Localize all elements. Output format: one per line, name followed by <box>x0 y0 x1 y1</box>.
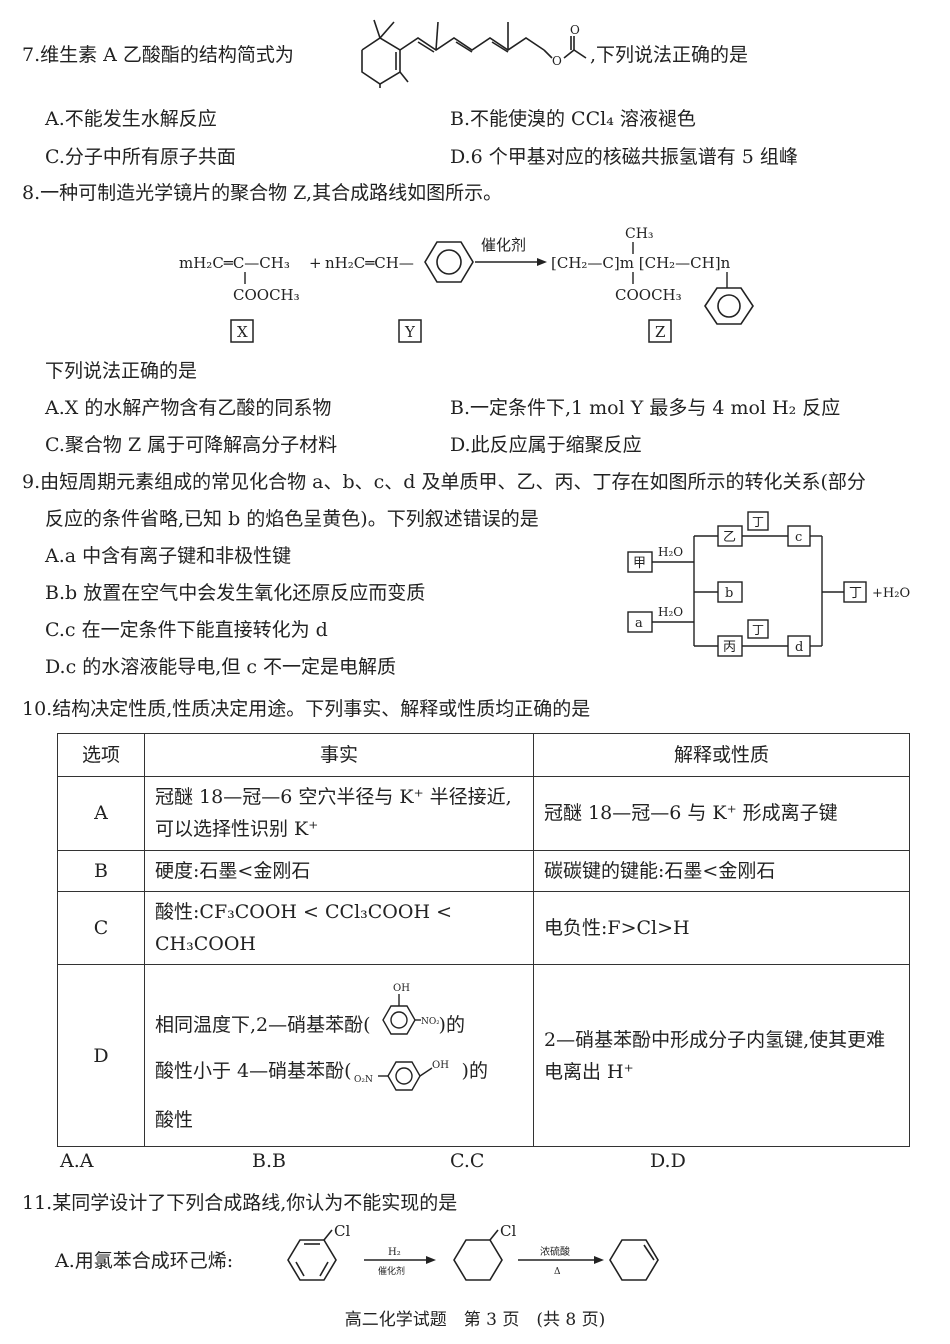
x-sub-group: COOCH₃ <box>233 286 300 304</box>
q10-answer-c[interactable]: C.C <box>450 1150 485 1172</box>
q7-stem: 7.维生素 A 乙酸酯的结构简式为 <box>22 40 294 67</box>
plus-sign: + <box>309 254 322 272</box>
q7-stem-before: 7.维生素 A 乙酸酯的结构简式为 <box>22 44 294 66</box>
4-nitrophenol-structure: O₂N OH <box>354 1060 449 1091</box>
header-fact: 事实 <box>144 733 534 777</box>
svg-text:O: O <box>552 54 562 68</box>
q8-option-a[interactable]: A.X 的水解产物含有乙酸的同系物 <box>45 397 332 419</box>
header-option: 选项 <box>57 733 145 777</box>
q11-stem: 11.某同学设计了下列合成路线,你认为不能实现的是 <box>22 1192 458 1214</box>
label-y: Y <box>404 323 416 341</box>
q8-option-b[interactable]: B.一定条件下,1 mol Y 最多与 4 mol H₂ 反应 <box>450 397 841 419</box>
row-b-option: B <box>57 849 145 892</box>
q11-option-a[interactable]: A.用氯苯合成环己烯: <box>55 1250 234 1272</box>
z-sub-group: COOCH₃ <box>615 286 682 304</box>
product-h2o: +H₂O <box>872 586 910 601</box>
q10-table: 选项 事实 解释或性质 A 冠醚 18—冠—6 空穴半径与 K⁺ 半径接近,可以… <box>57 733 910 1148</box>
q9-option-b[interactable]: B.b 放置在空气中会发生氧化还原反应而变质 <box>45 582 426 604</box>
q9-option-c[interactable]: C.c 在一定条件下能直接转化为 d <box>45 619 328 641</box>
q11-route-a: Cl Cl H₂ 催化剂 浓硫酸 Δ <box>287 1222 659 1281</box>
svg-text:O₂N: O₂N <box>354 1075 373 1085</box>
svg-text:OH: OH <box>393 983 410 994</box>
q8-option-d[interactable]: D.此反应属于缩聚反应 <box>450 434 642 456</box>
label-z: Z <box>655 323 665 341</box>
arrow2-top: 浓硫酸 <box>540 1245 570 1258</box>
cl-label-1: Cl <box>334 1222 350 1240</box>
2-nitrophenol-structure: OH NO₂ <box>381 983 439 1035</box>
q8-sub-stem: 下列说法正确的是 <box>45 360 198 382</box>
q10-answer-a[interactable]: A.A <box>60 1150 94 1172</box>
h2o-label-2: H₂O <box>658 605 683 619</box>
row-a-fact: 冠醚 18—冠—6 空穴半径与 K⁺ 半径接近,可以选择性识别 K⁺ <box>144 776 534 851</box>
row-d-fact-line1: 相同温度下,2—硝基苯酚( <box>155 1013 371 1036</box>
cl-label-2: Cl <box>500 1222 516 1240</box>
header-explain: 解释或性质 <box>533 733 910 777</box>
node-c: c <box>795 530 802 545</box>
ding-label-1: 丁 <box>752 515 764 529</box>
q7-option-b[interactable]: B.不能使溴的 CCl₄ 溶液褪色 <box>450 108 696 130</box>
label-x: X <box>237 323 248 341</box>
node-b: b <box>725 586 733 601</box>
node-bing: 丙 <box>723 640 736 655</box>
row-b-fact: 硬度:石墨<金刚石 <box>144 849 534 892</box>
vitamin-a-acetate-structure: O O <box>361 19 587 88</box>
node-jia: 甲 <box>633 556 646 571</box>
row-a-option: A <box>57 776 145 851</box>
q9-stem-line1: 9.由短周期元素组成的常见化合物 a、b、c、d 及单质甲、乙、丙、丁存在如图所… <box>22 471 866 493</box>
page-footer: 高二化学试题 第 3 页 (共 8 页) <box>344 1310 606 1330</box>
z-ch3: CH₃ <box>625 226 654 242</box>
row-a-explain: 冠醚 18—冠—6 与 K⁺ 形成离子键 <box>533 776 910 851</box>
q8-stem: 8.一种可制造光学镜片的聚合物 Z,其合成路线如图所示。 <box>22 182 503 204</box>
h2o-label-1: H₂O <box>658 545 683 559</box>
row-d-fact-line3: 酸性 <box>155 1108 194 1131</box>
q9-stem-line2: 反应的条件省略,已知 b 的焰色呈黄色)。下列叙述错误的是 <box>45 508 539 530</box>
row-d-explain: 2—硝基苯酚中形成分子内氢键,使其更难电离出 H⁺ <box>533 964 910 1148</box>
row-b-explain: 碳碳键的键能:石墨<金刚石 <box>533 849 910 892</box>
row-d-option: D <box>57 964 145 1148</box>
q9-transformation-diagram: 甲 a H₂O H₂O 乙 b 丙 丁 丁 c d 丁 +H₂O <box>627 511 910 657</box>
q10-stem: 10.结构决定性质,性质决定用途。下列事实、解释或性质均正确的是 <box>22 698 591 720</box>
y-formula: nH₂C═CH— <box>325 254 414 272</box>
ding-label-2: 丁 <box>752 623 764 637</box>
node-d: d <box>795 640 803 655</box>
arrow2-bottom: Δ <box>554 1267 561 1277</box>
q9-option-a[interactable]: A.a 中含有离子键和非极性键 <box>45 545 292 567</box>
q7-option-a[interactable]: A.不能发生水解反应 <box>45 108 217 130</box>
svg-text:O: O <box>570 23 580 37</box>
node-a: a <box>635 616 643 631</box>
row-d-fact-line2b: )的 <box>461 1060 488 1083</box>
q7-stem-after: ,下列说法正确的是 <box>590 44 749 66</box>
catalyst-label: 催化剂 <box>481 236 526 254</box>
node-ding: 丁 <box>849 586 862 601</box>
node-yi: 乙 <box>723 530 736 545</box>
row-d-fact: 相同温度下,2—硝基苯酚( OH NO₂ )的 酸性小于 4—硝基苯酚( <box>144 964 534 1148</box>
svg-text:OH: OH <box>432 1060 449 1071</box>
z-formula: [CH₂—C]m [CH₂—CH]n <box>551 254 731 272</box>
row-c-fact: 酸性:CF₃COOH < CCl₃COOH < CH₃COOH <box>144 890 534 966</box>
arrow1-top: H₂ <box>388 1247 401 1258</box>
q10-answer-d[interactable]: D.D <box>650 1150 686 1172</box>
q7-option-d[interactable]: D.6 个甲基对应的核磁共振氢谱有 5 组峰 <box>450 146 798 168</box>
svg-text:NO₂: NO₂ <box>421 1017 439 1027</box>
arrow1-bottom: 催化剂 <box>378 1265 405 1277</box>
q7-option-c[interactable]: C.分子中所有原子共面 <box>45 146 236 168</box>
q8-reaction-scheme: mH₂C═C—CH₃ COOCH₃ + nH₂C═CH— 催化剂 CH₃ [CH… <box>179 226 754 343</box>
q9-option-d[interactable]: D.c 的水溶液能导电,但 c 不一定是电解质 <box>45 656 397 678</box>
row-c-explain: 电负性:F>Cl>H <box>533 890 910 966</box>
row-d-fact-line2: 酸性小于 4—硝基苯酚( <box>155 1060 352 1083</box>
row-c-option: C <box>57 890 145 966</box>
row-d-fact-line1b: )的 <box>438 1013 465 1036</box>
q10-answer-b[interactable]: B.B <box>252 1150 286 1172</box>
x-formula: mH₂C═C—CH₃ <box>179 254 290 272</box>
q8-option-c[interactable]: C.聚合物 Z 属于可降解高分子材料 <box>45 434 338 456</box>
